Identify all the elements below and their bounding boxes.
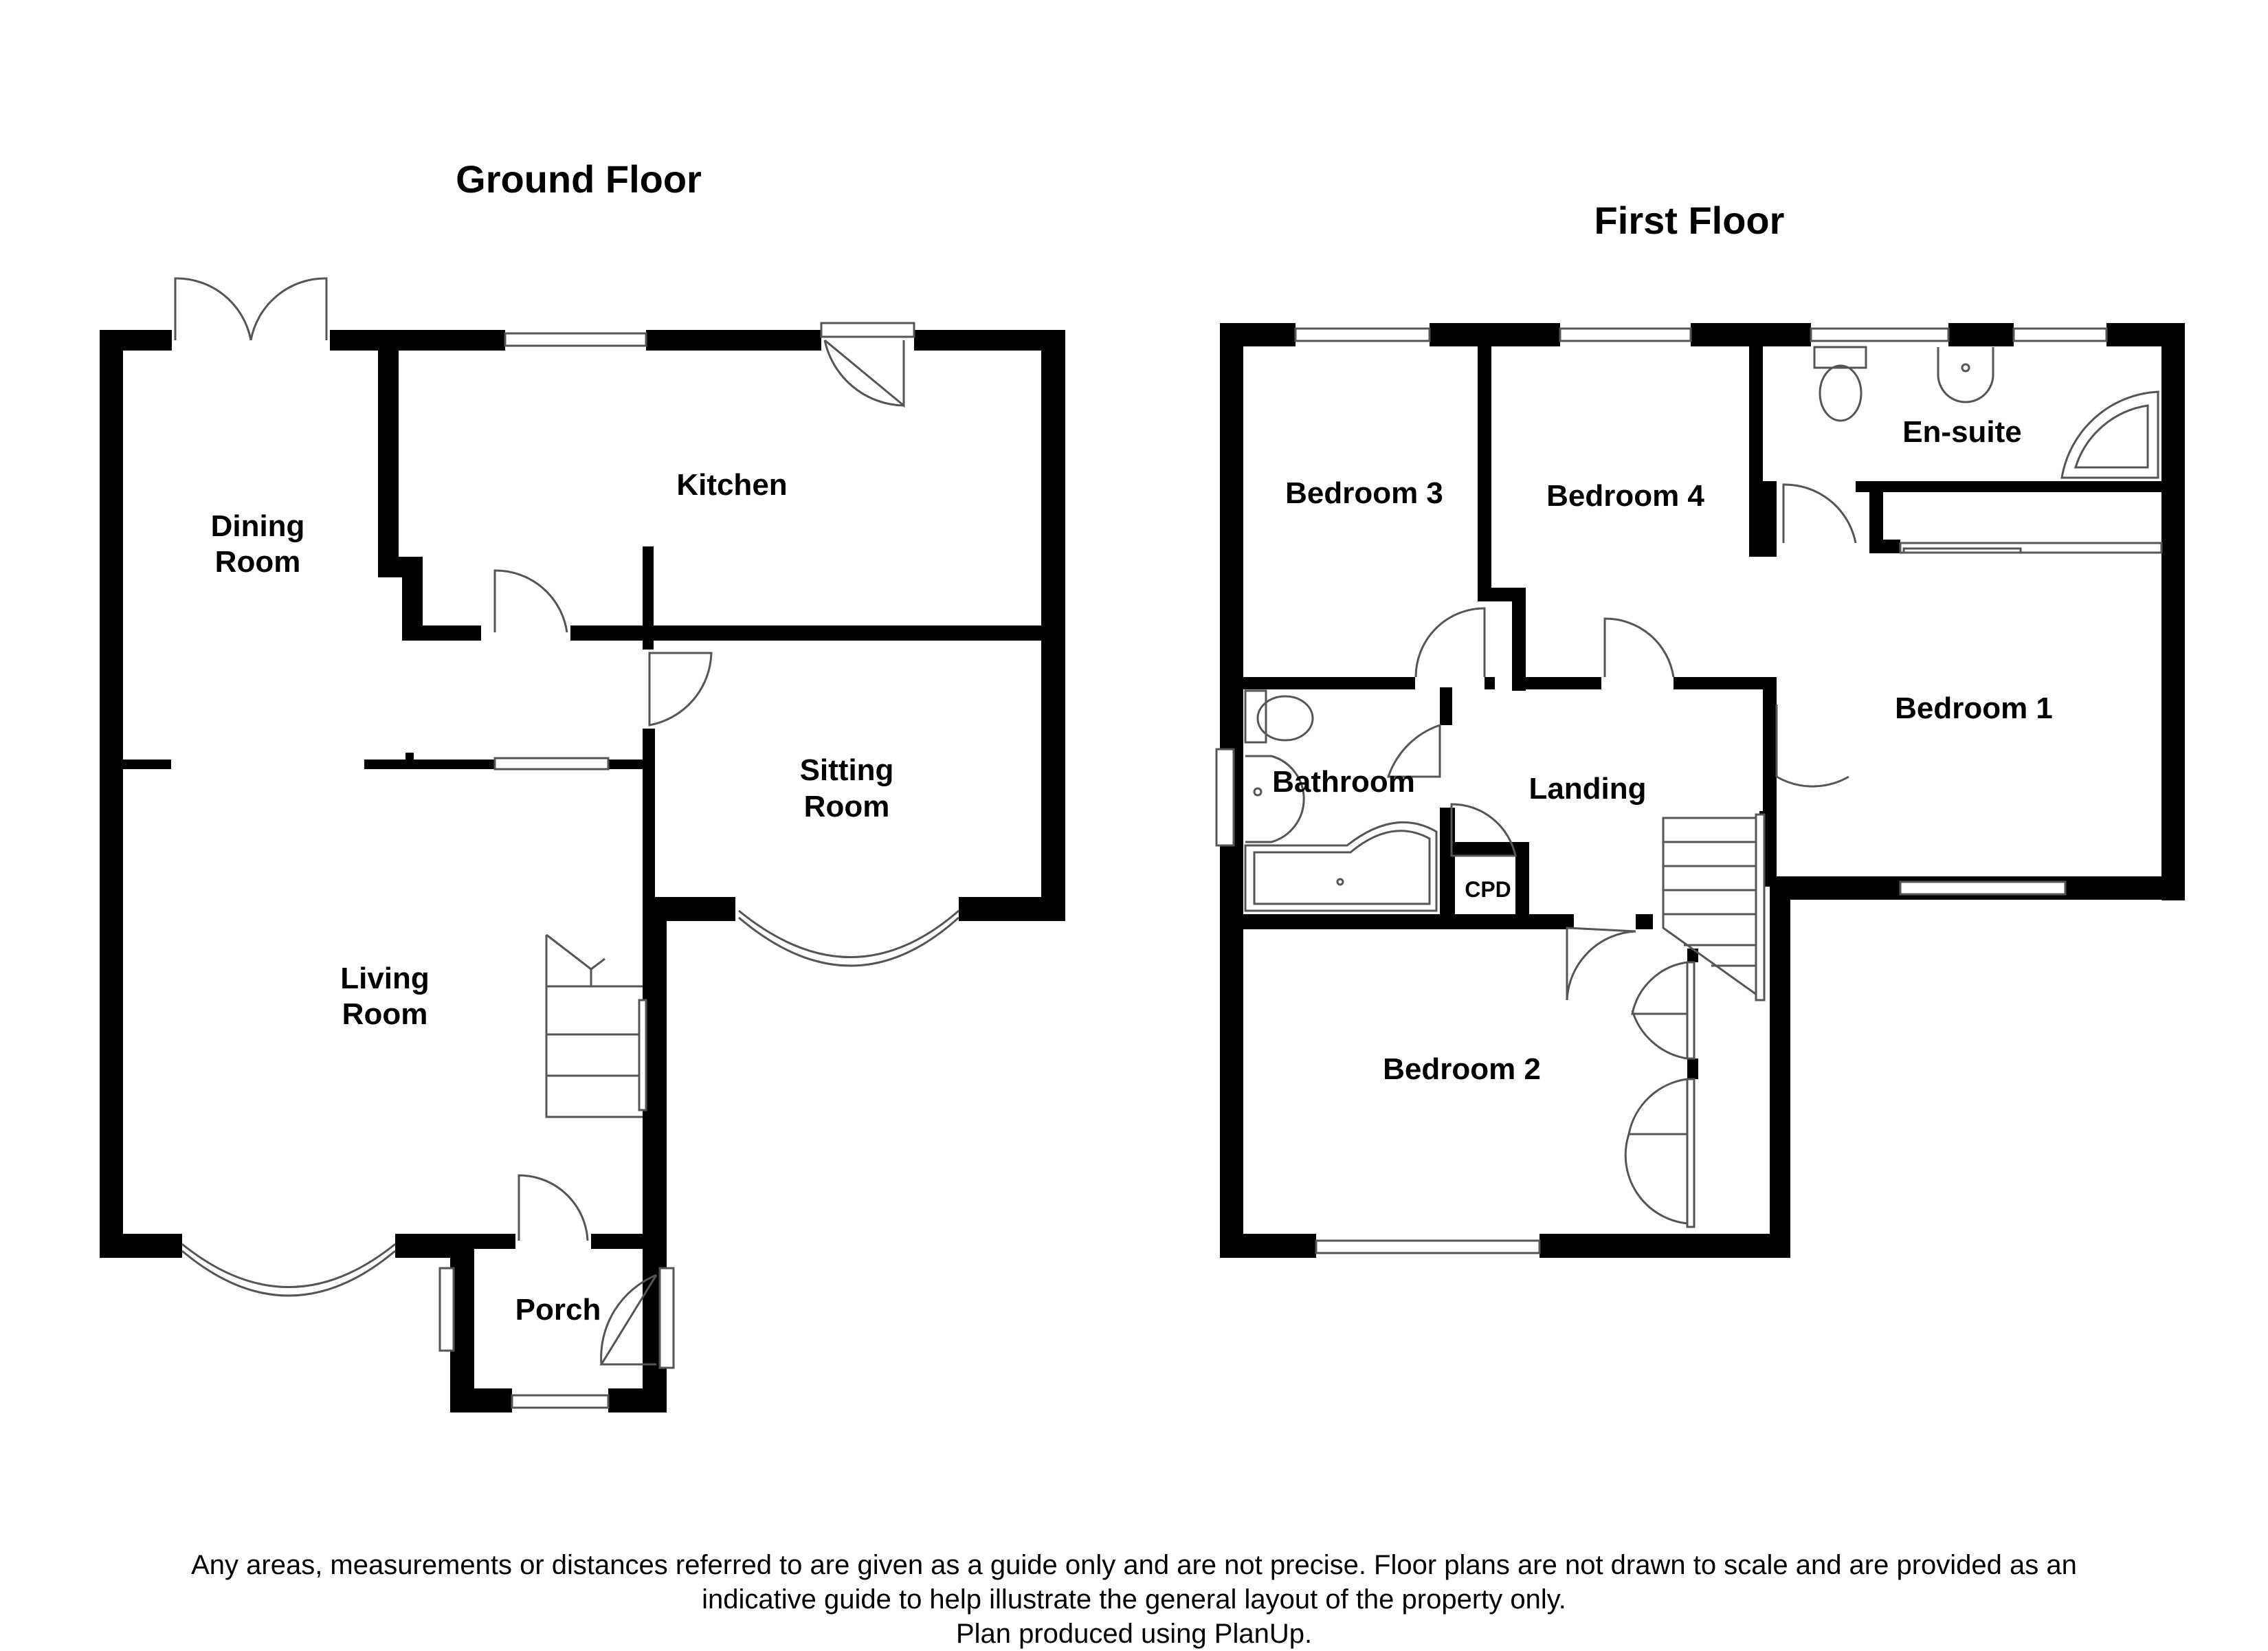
kitchen-label: Kitchen [676,468,787,502]
bedroom1-label: Bedroom 1 [1895,691,2053,725]
bedroom3-label: Bedroom 3 [1285,476,1443,510]
disclaimer-line-3: Plan produced using PlanUp. [955,1619,1313,1649]
sitting-room-label-line2: Room [804,790,890,823]
bathroom-label: Bathroom [1272,765,1415,799]
ensuite-label: En-suite [1902,415,2022,449]
disclaimer-line-2: indicative guide to help illustrate the … [702,1584,1566,1615]
first-floor-walls [1220,323,2185,1258]
bedroom4-label: Bedroom 4 [1546,479,1704,513]
living-room-label-line1: Living [340,962,430,995]
disclaimer-line-1: Any areas, measurements or distances ref… [191,1550,2077,1580]
porch-label: Porch [515,1293,601,1327]
first-floor-fixtures [1215,327,2163,1254]
bedroom2-label: Bedroom 2 [1383,1052,1541,1086]
sitting-room-label-line1: Sitting [800,753,894,787]
first-floor-heading: First Floor [1594,199,1785,242]
dining-room-label-line2: Room [215,545,301,579]
ground-floor: Ground Floor Dining Room Kitchen Sitting… [100,157,1065,1412]
ground-floor-walls [100,330,1065,1412]
disclaimer: Any areas, measurements or distances ref… [41,1548,2227,1651]
cpd-label: CPD [1465,877,1511,902]
landing-label: Landing [1528,772,1646,806]
ground-floor-fixtures [174,277,960,1409]
ground-floor-heading: Ground Floor [456,157,702,201]
first-floor: First Floor Bedroom 3 Bedroom 4 En-suite… [1215,199,2185,1258]
living-room-label-line2: Room [342,997,428,1031]
dining-room-label-line1: Dining [211,509,305,543]
